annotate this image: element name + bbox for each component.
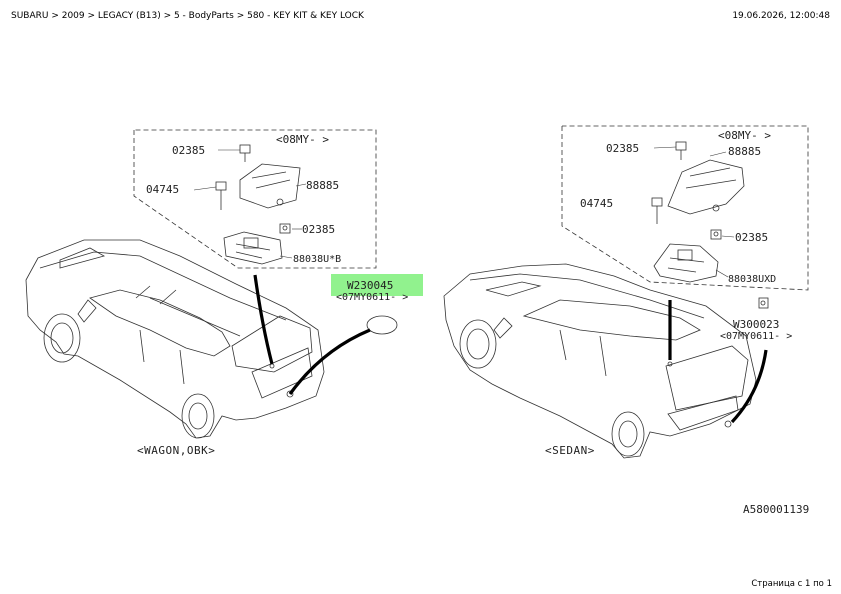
timestamp: 19.06.2026, 12:00:48: [732, 11, 830, 21]
sedan-label-02385-top[interactable]: 02385: [606, 142, 639, 155]
wagon-label-88038[interactable]: 88038U*B: [293, 254, 341, 265]
wagon-label-02385-top[interactable]: 02385: [172, 144, 205, 157]
wagon-label-w230045[interactable]: W230045: [347, 279, 393, 292]
wagon-lock-88038: [223, 231, 283, 265]
wagon-leaders: [193, 149, 307, 259]
wagon-label-02385-mid[interactable]: 02385: [302, 223, 335, 236]
sedan-detail-header: <08MY- >: [718, 129, 771, 142]
wagon-label-04745[interactable]: 04745: [146, 183, 179, 196]
wagon-bolt-02385-top: [239, 144, 251, 162]
sedan-label-88885[interactable]: 88885: [728, 145, 761, 158]
sedan-label-w300023[interactable]: W300023: [733, 318, 779, 331]
sedan-leaders: [653, 146, 735, 278]
highlighted-part-marker[interactable]: [331, 274, 423, 296]
sedan-car-outline: [443, 263, 757, 459]
sedan-caption: <SEDAN>: [545, 444, 595, 457]
sedan-label-02385-mid[interactable]: 02385: [735, 231, 768, 244]
sedan-label-w-range: <07MY0611- >: [720, 331, 792, 342]
sedan-label-04745[interactable]: 04745: [580, 197, 613, 210]
wagon-nut-02385: [279, 223, 291, 234]
sedan-screw-04745: [651, 197, 663, 224]
wagon-detail-header: <08MY- >: [276, 133, 329, 146]
wagon-label-88885[interactable]: 88885: [306, 179, 339, 192]
sedan-bolt-02385-top: [675, 141, 687, 160]
page-indicator: Страница с 1 по 1: [751, 579, 832, 589]
callout-lines: [253, 274, 768, 424]
wagon-bracket-88885: [239, 163, 301, 209]
wagon-screw-04745: [215, 181, 227, 210]
sedan-nut-w300023: [758, 297, 769, 309]
wagon-caption: <WAGON,OBK>: [137, 444, 215, 457]
sedan-bracket-88885: [667, 159, 745, 215]
wagon-car-outline: [25, 239, 325, 439]
sedan-label-88038[interactable]: 88038UXD: [728, 274, 776, 285]
sedan-lock-88038: [653, 243, 719, 283]
wagon-fuel-lid: [366, 315, 398, 335]
sedan-nut-02385: [710, 229, 722, 240]
sedan-detail-box: [561, 125, 809, 291]
wagon-detail-box: [133, 129, 377, 269]
breadcrumb: SUBARU > 2009 > LEGACY (B13) > 5 - BodyP…: [11, 11, 364, 21]
wagon-label-w-range: <07MY0611- >: [336, 292, 408, 303]
diagram-ref-code: A580001139: [743, 503, 809, 516]
